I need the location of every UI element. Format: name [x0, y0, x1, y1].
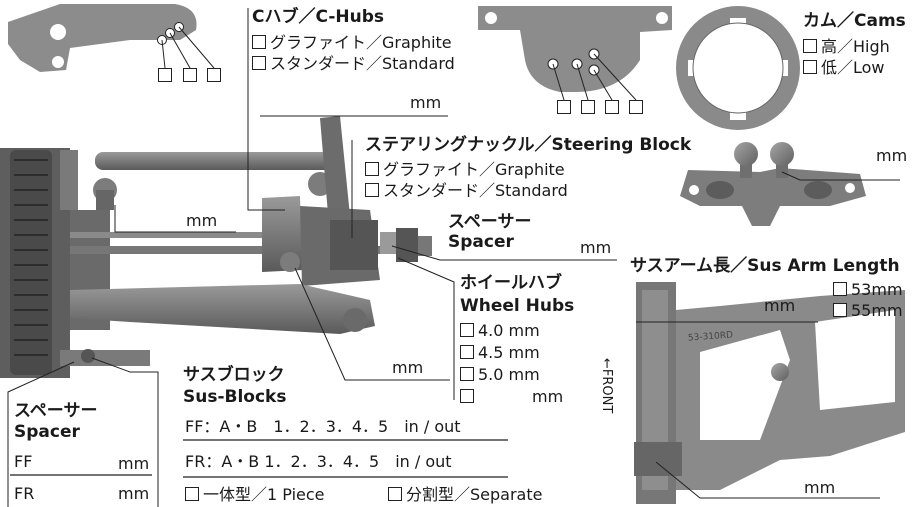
mount-hole-checkbox-4[interactable] [629, 100, 643, 114]
wheel-hubs-option-4-0-label: 4.0 mm [478, 321, 540, 340]
wheel-hubs-option-4-0[interactable]: 4.0 mm [460, 323, 540, 339]
plate-hole-checkbox-1[interactable] [158, 68, 172, 82]
cams-option-high[interactable]: 高／High [803, 39, 890, 55]
sus-blocks-title-en: Sus-Blocks [183, 387, 287, 407]
sus-blocks-ff-line: FF：A・B 1．2．3．4．5 in / out [185, 417, 461, 436]
wheel-hubs-option-5-0[interactable]: 5.0 mm [460, 367, 540, 383]
checkbox-icon[interactable] [460, 345, 474, 359]
mount-hole-checkbox-1[interactable] [557, 100, 571, 114]
checkbox-icon[interactable] [388, 487, 402, 501]
checkbox-icon[interactable] [252, 35, 266, 49]
front-direction-label: ←FRONT [599, 358, 614, 414]
plate-hole-checkbox-2[interactable] [183, 68, 197, 82]
spacer-left-title-jp: スペーサー [14, 401, 98, 421]
wheel-hubs-option-5-0-label: 5.0 mm [478, 365, 540, 384]
checkbox-icon[interactable] [252, 56, 266, 70]
wheel-hubs-option-custom-unit: mm [532, 387, 564, 406]
spacer-left-title-en: Spacer [14, 422, 80, 442]
sus-blocks-type-1piece[interactable]: 一体型／1 Piece [185, 487, 325, 503]
sus-blocks-type-separate-label: 分割型／Separate [406, 485, 543, 504]
checkbox-icon[interactable] [803, 39, 817, 53]
sus-blocks-type-separate[interactable]: 分割型／Separate [388, 487, 542, 503]
spacer-right-mm: mm [580, 238, 612, 257]
sus-arm-bottom-mm: mm [804, 478, 836, 497]
camber-plate-image [8, 4, 215, 72]
checkbox-icon[interactable] [833, 303, 847, 317]
cams-title: カム／Cams [803, 11, 906, 31]
checkbox-icon[interactable] [833, 282, 847, 296]
sus-block-rule-lines [10, 439, 508, 478]
checkbox-icon[interactable] [365, 183, 379, 197]
steering-option-graphite[interactable]: グラファイト／Graphite [365, 162, 565, 178]
spacer-left-fr-label: FR [14, 484, 35, 503]
c-hubs-mm: mm [410, 93, 442, 112]
checkbox-icon[interactable] [365, 162, 379, 176]
steering-block-title: ステアリングナックル／Steering Block [365, 135, 692, 155]
wheel-hubs-option-4-5[interactable]: 4.5 mm [460, 345, 540, 361]
sus-arm-option-55-label: 55mm [851, 301, 903, 320]
cams-option-low-label: 低／Low [821, 58, 885, 77]
sus-arm-option-53[interactable]: 53mm [833, 282, 903, 298]
c-hubs-title: Cハブ／C-Hubs [252, 7, 385, 27]
checkbox-icon[interactable] [460, 323, 474, 337]
checkbox-icon[interactable] [460, 367, 474, 381]
sus-arm-title: サスアーム長／Sus Arm Length [630, 256, 900, 276]
sus-arm-option-53-label: 53mm [851, 280, 903, 299]
spacer-right-title-en: Spacer [448, 232, 514, 252]
steering-option-standard-label: スタンダード／Standard [383, 181, 568, 200]
c-hubs-option-graphite[interactable]: グラファイト／Graphite [252, 35, 452, 51]
c-hubs-option-graphite-label: グラファイト／Graphite [270, 33, 452, 52]
sus-arm-image [634, 282, 905, 504]
wheel-hubs-option-4-5-label: 4.5 mm [478, 343, 540, 362]
spacer-left-ff-label: FF [14, 452, 33, 471]
spacer-left-fr-mm: mm [118, 484, 150, 503]
suspension-assembly-image [0, 116, 432, 378]
c-hubs-option-standard[interactable]: スタンダード／Standard [252, 56, 455, 72]
tower-mount-image [478, 6, 672, 101]
sus-arm-option-55[interactable]: 55mm [833, 303, 903, 319]
cams-option-high-label: 高／High [821, 37, 890, 56]
leader-lines [7, 8, 880, 507]
checkbox-icon[interactable] [803, 60, 817, 74]
c-hubs-option-standard-label: スタンダード／Standard [270, 54, 455, 73]
mount-hole-checkbox-2[interactable] [581, 100, 595, 114]
plate-hole-checkbox-3[interactable] [207, 68, 221, 82]
checkbox-icon[interactable] [460, 389, 474, 403]
spacer-right-title-jp: スペーサー [448, 212, 532, 232]
cams-mm: mm [876, 146, 908, 165]
wheel-hubs-option-custom[interactable]: mm [460, 389, 563, 405]
lower-link-mm: mm [392, 358, 424, 377]
steering-arm-image [680, 142, 900, 226]
cams-option-low[interactable]: 低／Low [803, 60, 885, 76]
upper-link-mm: mm [186, 211, 218, 230]
wheel-hubs-title-en: Wheel Hubs [460, 296, 575, 316]
sus-blocks-type-1piece-label: 一体型／1 Piece [203, 485, 325, 504]
steering-option-graphite-label: グラファイト／Graphite [383, 160, 565, 179]
steering-option-standard[interactable]: スタンダード／Standard [365, 183, 568, 199]
sus-blocks-title-jp: サスブロック [183, 365, 285, 385]
checkbox-icon[interactable] [185, 487, 199, 501]
cam-ring-image [676, 6, 800, 130]
mount-hole-checkbox-3[interactable] [605, 100, 619, 114]
sus-blocks-fr-line: FR：A・B 1．2．3．4．5 in / out [185, 452, 452, 471]
spacer-left-ff-mm: mm [118, 454, 150, 473]
sus-arm-top-mm: mm [764, 296, 796, 315]
wheel-hubs-title-jp: ホイールハブ [460, 273, 562, 293]
